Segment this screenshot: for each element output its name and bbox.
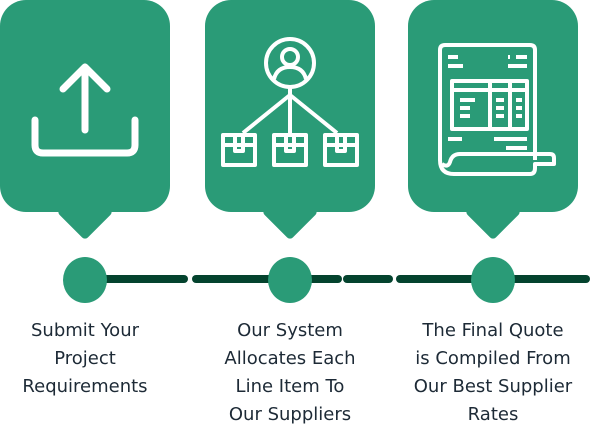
upload-icon — [31, 63, 139, 157]
label-line: Project — [54, 348, 116, 369]
timeline-segment — [396, 275, 520, 283]
timeline-dot-2 — [268, 257, 312, 303]
user-distribution-icon — [221, 37, 359, 167]
timeline-dot-1 — [63, 257, 107, 303]
step-2-label: Our System Allocates Each Line Item To O… — [190, 317, 390, 429]
timeline-segment — [192, 275, 342, 283]
label-line: Line Item To — [235, 376, 345, 397]
step-3-label: The Final Quote is Compiled From Our Bes… — [393, 317, 593, 429]
label-line: is Compiled From — [415, 348, 571, 369]
timeline-dot-3 — [471, 257, 515, 303]
card-background — [408, 0, 578, 212]
timeline-segment — [100, 275, 188, 283]
step-1-label: Submit Your Project Requirements — [0, 317, 185, 401]
label-line: Requirements — [22, 376, 148, 397]
label-line: Allocates Each — [224, 348, 356, 369]
timeline-segment — [343, 275, 393, 283]
label-line: Rates — [467, 404, 519, 425]
label-line: The Final Quote — [422, 320, 564, 341]
timeline-segment — [510, 275, 590, 283]
label-line: Submit Your — [31, 320, 139, 341]
label-line: Our Best Supplier — [413, 376, 573, 397]
label-line: Our System — [237, 320, 343, 341]
invoice-document-icon — [438, 43, 556, 176]
label-line: Our Suppliers — [228, 404, 352, 425]
